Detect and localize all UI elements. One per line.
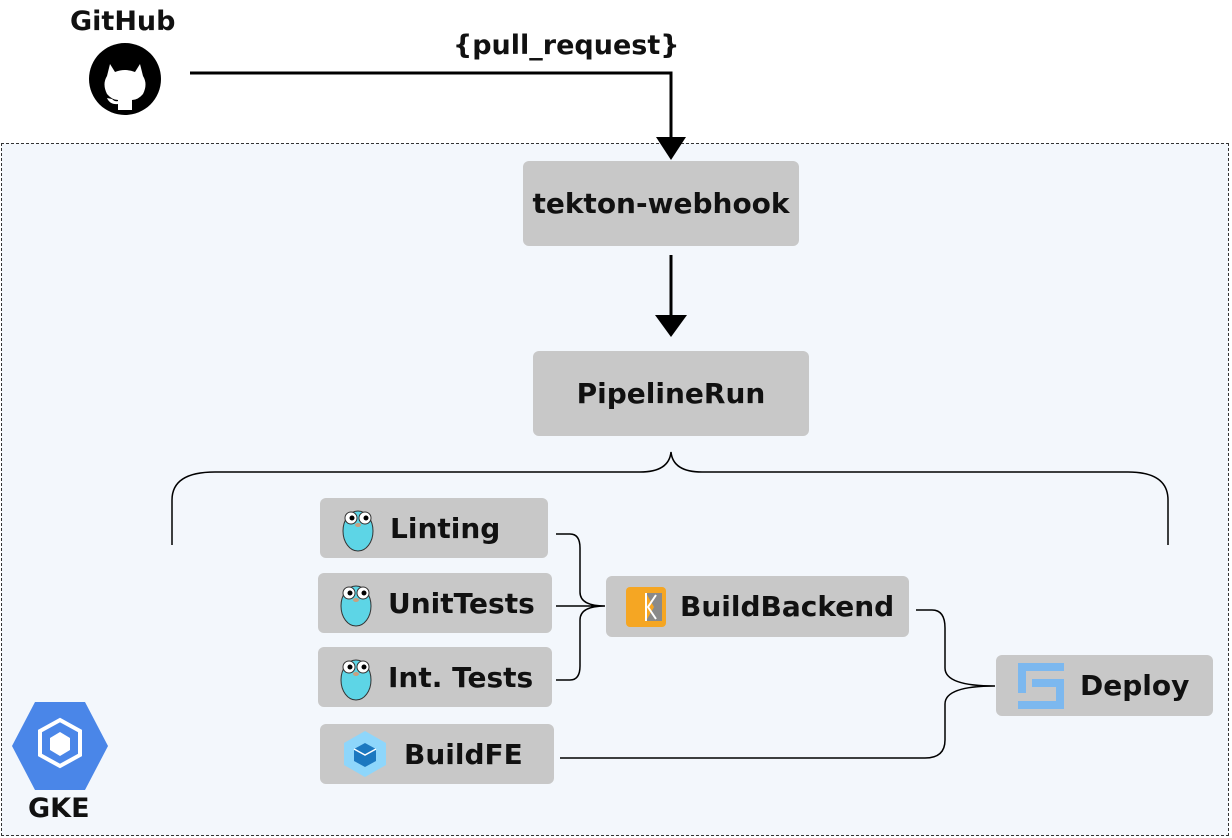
task-deploy[interactable]: Deploy [996, 655, 1213, 716]
pipeline-brace [171, 451, 1169, 545]
pipelinerun-label: PipelineRun [576, 377, 766, 410]
gke-hexagon-icon [12, 702, 108, 790]
task-unittests[interactable]: UnitTests [318, 573, 552, 633]
arrowhead-webhook [656, 137, 686, 160]
tekton-webhook-node[interactable]: tekton-webhook [523, 161, 799, 246]
task-deploy-label: Deploy [1080, 669, 1190, 702]
pipelinerun-node[interactable]: PipelineRun [533, 351, 809, 436]
task-buildbackend[interactable]: BuildBackend [606, 576, 909, 637]
arrow-github-to-webhook [190, 71, 673, 140]
task-buildfe-label: BuildFE [404, 737, 523, 771]
event-label: {pull_request} [453, 30, 680, 61]
go-gopher-icon [340, 659, 372, 701]
github-label: GitHub [70, 6, 176, 37]
task-linting-label: Linting [390, 511, 501, 545]
task-buildbackend-label: BuildBackend [680, 590, 895, 623]
task-inttests[interactable]: Int. Tests [318, 647, 552, 707]
bracket-tests-to-backend [556, 533, 606, 681]
go-gopher-icon [340, 585, 372, 627]
kaniko-icon [626, 586, 666, 627]
gke-label: GKE [28, 793, 90, 824]
bracket-to-deploy [560, 609, 996, 759]
github-octocat-icon [89, 43, 161, 115]
tekton-webhook-label: tekton-webhook [532, 187, 790, 220]
gke-cluster-boundary [1, 143, 1229, 836]
webpack-cube-icon [344, 731, 386, 777]
task-unittests-label: UnitTests [388, 586, 535, 620]
task-linting[interactable]: Linting [320, 498, 548, 558]
arrowhead-pipelinerun [655, 315, 687, 337]
task-buildfe[interactable]: BuildFE [320, 724, 554, 784]
go-gopher-icon [342, 510, 374, 552]
deploy-icon [1018, 662, 1064, 709]
task-inttests-label: Int. Tests [388, 660, 534, 694]
